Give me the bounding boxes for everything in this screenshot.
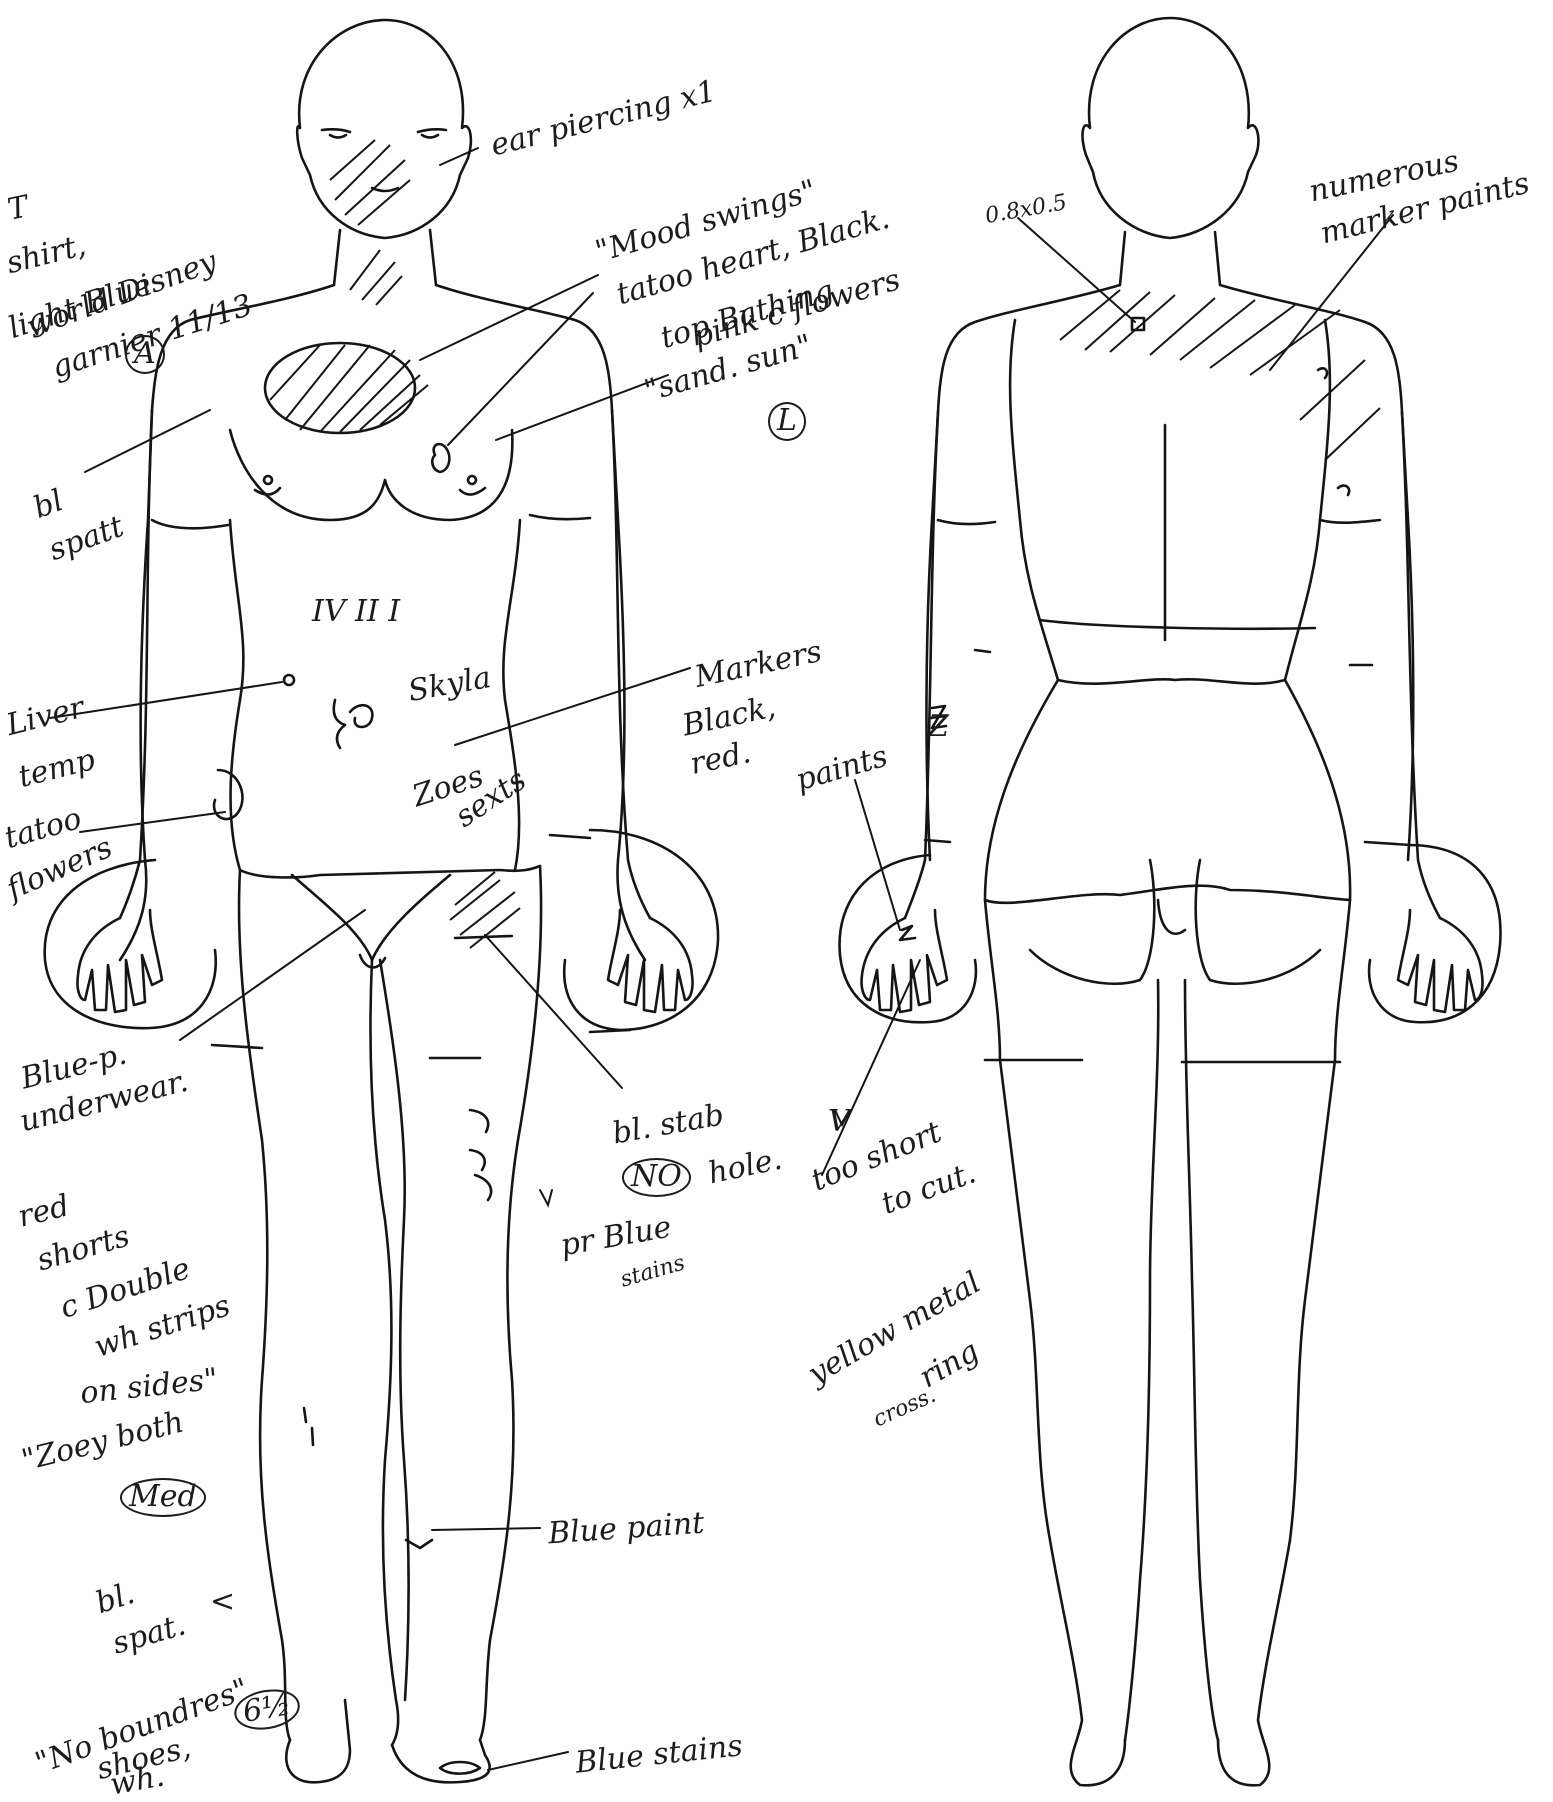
note-shirt-badge: A (125, 335, 165, 374)
note-spat-mark: < (210, 1585, 235, 1618)
note-shoes-wh: wh. (108, 1760, 167, 1802)
back-figure (822, 18, 1500, 1785)
note-mark-z: Z (928, 710, 949, 743)
hatching-back (1060, 290, 1380, 460)
note-belly-marks: IV II I (312, 595, 400, 628)
note-check: V (828, 1105, 850, 1138)
note-stab-badge: NO (622, 1158, 691, 1197)
note-shorts-badge: Med (120, 1478, 206, 1517)
note-bathing-badge: L (768, 402, 806, 441)
hatching-chest (270, 345, 428, 432)
